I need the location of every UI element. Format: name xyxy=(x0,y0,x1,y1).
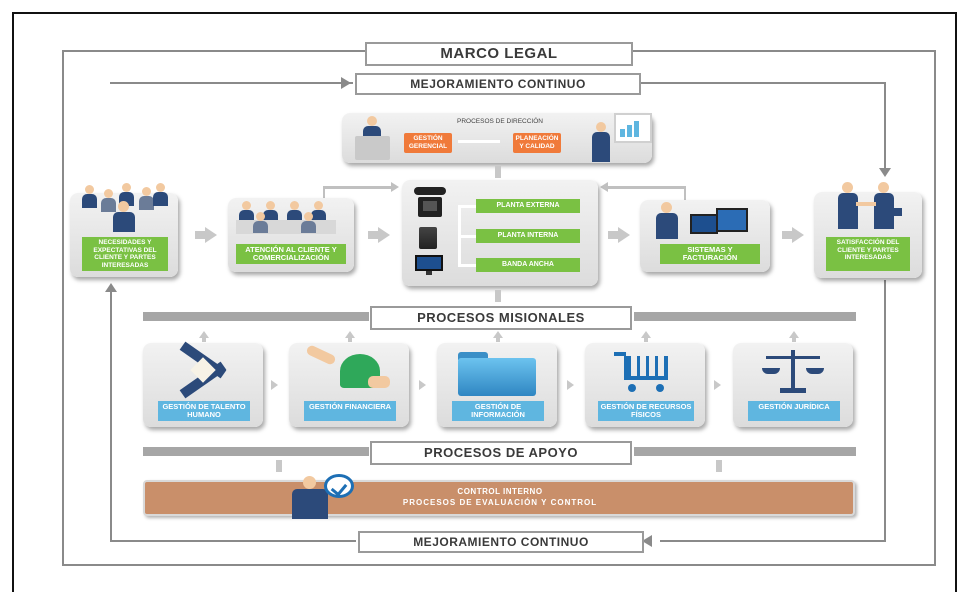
loop-arrow-right-icon xyxy=(341,77,351,89)
financiera-label: GESTIÓN FINANCIERA xyxy=(304,401,396,421)
presentation-board-icon xyxy=(614,113,652,143)
sistemas-label: SISTEMAS Y FACTURACIÓN xyxy=(660,244,760,264)
presenter-person-icon xyxy=(590,122,612,164)
planta-interna-box: PLANTA INTERNA xyxy=(476,229,580,243)
loop-line-top-left xyxy=(110,82,353,84)
atencion-to-telecom-line xyxy=(323,186,393,189)
handshake-people-icon xyxy=(838,182,902,234)
banda-ancha-box: BANDA ANCHA xyxy=(476,258,580,272)
up-arrow-1-icon xyxy=(199,331,209,342)
direccion-title: PROCESOS DE DIRECCIÓN xyxy=(457,118,543,125)
apoyo-arrow-3-icon xyxy=(567,380,574,390)
director-person-icon xyxy=(362,116,382,146)
juridica-label: GESTIÓN JURÍDICA xyxy=(748,401,840,421)
desk-icon xyxy=(355,136,390,160)
apoyo-banner: PROCESOS DE APOYO xyxy=(370,441,632,465)
loop-line-top-right xyxy=(640,82,886,84)
telecom-branch-3 xyxy=(458,264,476,267)
planta-externa-box: PLANTA EXTERNA xyxy=(476,199,580,213)
apoyo-bar-left xyxy=(143,447,369,456)
flow-arrow-4-icon xyxy=(782,227,804,243)
marco-legal-line-top-right xyxy=(632,50,936,52)
atencion-label: ATENCIÓN AL CLIENTE Y COMERCIALIZACIÓN xyxy=(236,244,346,264)
puzzle-hands-icon xyxy=(168,341,238,399)
misionales-bar-right xyxy=(634,312,856,321)
telecom-to-sistemas-arrow-icon xyxy=(600,182,608,192)
loop-arrow-left-icon xyxy=(642,535,652,547)
control-line2: PROCESOS DE EVALUACIÓN Y CONTROL xyxy=(402,498,598,507)
server-icon xyxy=(419,227,437,249)
apoyo-control-right-connector-icon xyxy=(716,460,722,472)
flow-arrow-3-icon xyxy=(608,227,630,243)
mejoramiento-top-banner: MEJORAMIENTO CONTINUO xyxy=(355,73,641,95)
misionales-bar-left xyxy=(143,312,369,321)
telecom-to-sistemas-line xyxy=(606,186,686,189)
loop-arrow-up-icon xyxy=(105,283,117,292)
apoyo-bar-right xyxy=(634,447,856,456)
systems-person-icon xyxy=(656,202,678,240)
mejoramiento-bottom-banner: MEJORAMIENTO CONTINUO xyxy=(358,531,644,553)
marco-legal-line-left xyxy=(62,50,64,565)
flow-arrow-2-icon xyxy=(368,227,390,243)
planeacion-calidad-box: PLANEACIÓN Y CALIDAD xyxy=(513,133,561,153)
recursos-fisicos-label: GESTIÓN DE RECURSOS FÍSICOS xyxy=(598,401,694,421)
money-hands-icon xyxy=(305,344,392,396)
up-arrow-2-icon xyxy=(345,331,355,342)
loop-line-left-up xyxy=(110,290,112,542)
checkmark-icon xyxy=(324,474,354,498)
outer-frame xyxy=(12,12,957,592)
up-arrow-3-icon xyxy=(493,331,503,342)
necesidades-label: NECESIDADES Y EXPECTATIVAS DEL CLIENTE Y… xyxy=(82,237,168,271)
scales-of-justice-icon xyxy=(760,348,826,396)
flow-arrow-1-icon xyxy=(195,227,217,243)
marco-legal-line-right xyxy=(934,50,936,565)
folder-icon xyxy=(458,352,536,396)
computer-monitors-icon xyxy=(690,208,750,240)
apoyo-control-left-connector-icon xyxy=(276,460,282,472)
up-arrow-5-icon xyxy=(789,331,799,342)
informacion-label: GESTIÓN DE INFORMACIÓN xyxy=(452,401,544,421)
marco-legal-line-bottom xyxy=(62,564,936,566)
telecom-branch-2 xyxy=(458,235,476,238)
loop-arrow-down-icon xyxy=(879,168,891,177)
loop-line-right-bottom xyxy=(884,280,886,542)
customer-service-people-icon xyxy=(236,198,346,238)
gestion-gerencial-box: GESTIÓN GERENCIAL xyxy=(404,133,452,153)
bidirectional-arrow-icon xyxy=(458,140,500,143)
monitor-icon xyxy=(415,255,443,275)
satisfaccion-label: SATISFACCIÓN DEL CLIENTE Y PARTES INTERE… xyxy=(826,237,910,271)
loop-line-bottom-left xyxy=(110,540,356,542)
talento-humano-label: GESTIÓN DE TALENTO HUMANO xyxy=(158,401,250,421)
loop-line-right-down xyxy=(884,82,886,172)
shopping-cart-icon xyxy=(614,350,674,394)
apoyo-arrow-4-icon xyxy=(714,380,721,390)
telecom-misionales-connector-icon xyxy=(495,290,501,302)
control-interno-bar xyxy=(143,480,855,516)
control-line1: CONTROL INTERNO xyxy=(457,487,543,496)
apoyo-arrow-2-icon xyxy=(419,380,426,390)
direccion-telecom-connector-icon xyxy=(495,166,501,178)
loop-line-bottom-right xyxy=(660,540,886,542)
sistemas-up-line xyxy=(684,186,686,200)
atencion-up-line xyxy=(323,186,325,198)
marco-legal-line-top-left xyxy=(62,50,365,52)
telephone-icon xyxy=(414,187,448,219)
control-person-icon xyxy=(292,476,328,520)
atencion-to-telecom-arrow-icon xyxy=(391,182,399,192)
marco-legal-banner: MARCO LEGAL xyxy=(365,42,633,66)
misionales-banner: PROCESOS MISIONALES xyxy=(370,306,632,330)
telecom-branch-1 xyxy=(458,205,476,208)
up-arrow-4-icon xyxy=(641,331,651,342)
group-people-icon xyxy=(80,183,170,233)
apoyo-arrow-1-icon xyxy=(271,380,278,390)
